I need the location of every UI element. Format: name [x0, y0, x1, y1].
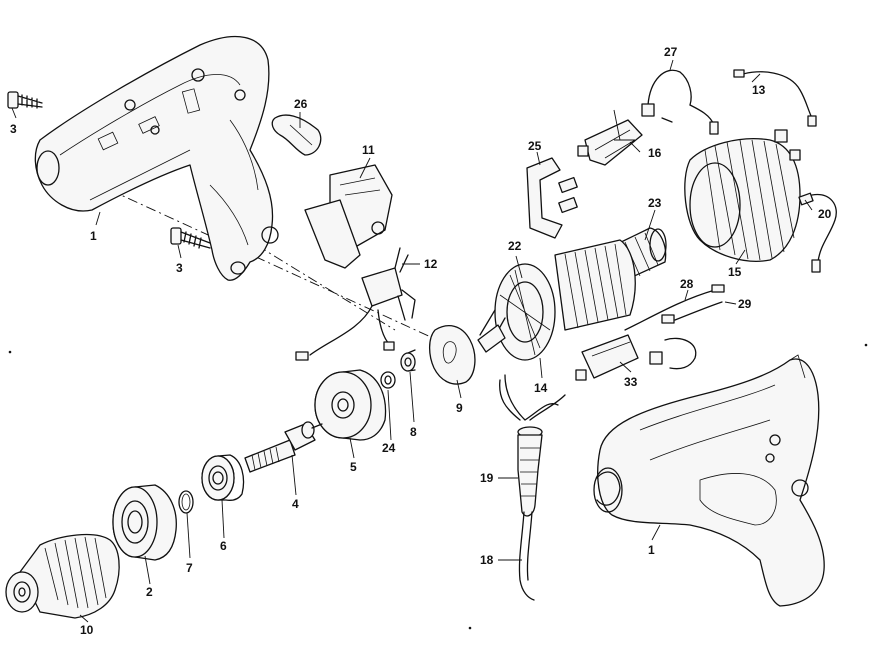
keyless-chuck [5, 533, 120, 619]
callout-13: 13 [752, 83, 766, 97]
screw [7, 91, 43, 109]
callout-20: 20 [818, 207, 832, 221]
callout-10: 10 [80, 623, 94, 637]
callout-33: 33 [624, 375, 638, 389]
wire-lead-20 [798, 192, 837, 273]
callout-11: 11 [362, 143, 375, 157]
gear-plate [428, 325, 476, 385]
callout-19: 19 [480, 471, 494, 485]
stray-dot [468, 626, 472, 630]
callout-7: 7 [186, 561, 193, 575]
washer [380, 371, 396, 389]
callout-12: 12 [424, 257, 438, 271]
assembled-drill-housing [593, 354, 825, 607]
callout-22: 22 [508, 239, 522, 253]
callout-14: 14 [534, 381, 548, 395]
gear [314, 369, 387, 441]
callout-29: 29 [738, 297, 752, 311]
carbon-brush-wire-29 [649, 301, 723, 370]
switch-lever [271, 114, 322, 156]
callout-3-top: 3 [10, 122, 17, 136]
callout-3-bottom: 3 [176, 261, 183, 275]
callout-1-right: 1 [648, 543, 655, 557]
switch-assembly [304, 164, 393, 269]
carbon-brush-wire-28 [624, 284, 725, 331]
callout-25: 25 [528, 139, 542, 153]
brush-holder-33 [575, 334, 639, 381]
stray-dot [864, 343, 868, 347]
callout-18: 18 [480, 553, 494, 567]
capacitor [295, 247, 416, 361]
callout-15: 15 [728, 265, 742, 279]
wire-lead-13 [733, 69, 817, 127]
bushing [400, 349, 416, 372]
gearbox-collar [112, 484, 177, 561]
callout-4: 4 [292, 497, 299, 511]
callout-2: 2 [146, 585, 153, 599]
bearing [201, 454, 245, 501]
callout-labels: 1 1 2 3 3 4 5 6 7 8 9 10 11 12 13 14 15 … [10, 45, 832, 637]
power-cord [518, 511, 535, 601]
callout-16: 16 [648, 146, 662, 160]
callout-8: 8 [410, 425, 417, 439]
armature-rotor [477, 239, 636, 361]
callout-24: 24 [382, 441, 396, 455]
stray-dot [8, 350, 12, 354]
field-stator [684, 129, 801, 262]
housing-half-left [34, 35, 279, 281]
screw [170, 227, 211, 249]
brush-holder [577, 119, 643, 166]
callout-9: 9 [456, 401, 463, 415]
callout-27: 27 [664, 45, 678, 59]
cord-guard [499, 374, 566, 517]
callout-26: 26 [294, 97, 308, 111]
wire-lead [641, 69, 719, 135]
leader-lines [11, 59, 813, 623]
assembly-axis-line [109, 189, 471, 356]
callout-6: 6 [220, 539, 227, 553]
brush-holder-bracket [526, 157, 578, 239]
callout-1-left: 1 [90, 229, 97, 243]
callout-28: 28 [680, 277, 694, 291]
callout-23: 23 [648, 196, 662, 210]
retaining-ring [178, 490, 194, 514]
spindle [244, 421, 323, 473]
callout-5: 5 [350, 460, 357, 474]
